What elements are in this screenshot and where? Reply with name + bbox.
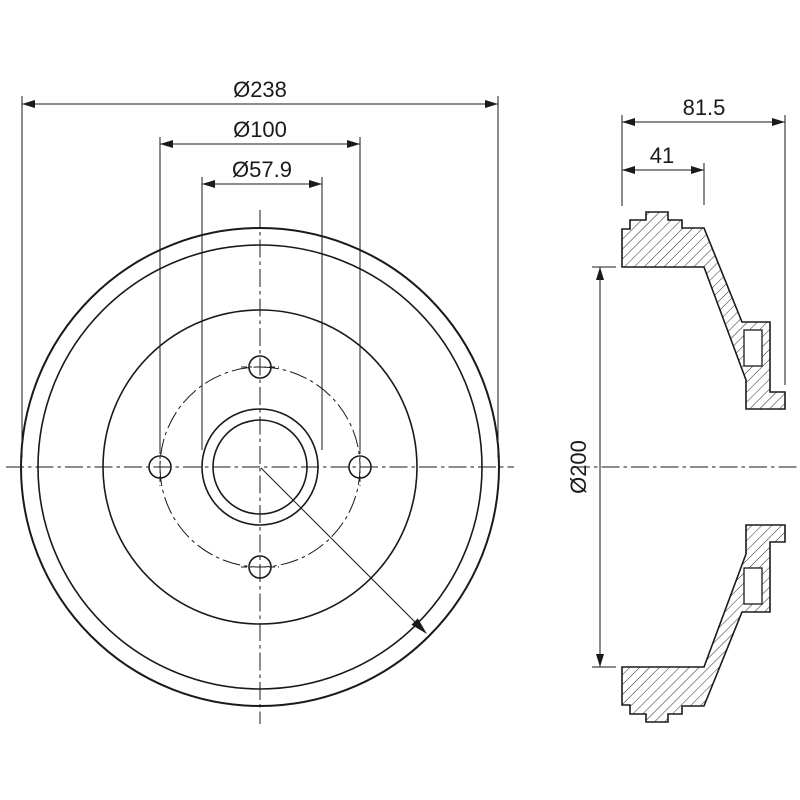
dimension-inner-diameter: Ø200: [566, 266, 616, 668]
dimension-bore: Ø57.9: [201, 157, 323, 450]
outer-rim-circle: [20, 227, 500, 707]
section-upper-half: [621, 211, 786, 410]
arrow-left: [22, 100, 35, 108]
arrow-left: [622, 118, 635, 126]
dim-label-bolt-circle: Ø100: [233, 117, 287, 142]
dimension-overall-width: 81.5: [621, 95, 786, 385]
dimension-outer-diameter: Ø238: [21, 77, 499, 458]
arrow-left: [202, 180, 215, 188]
hub-bore-circle: [201, 408, 319, 526]
arrow-left: [622, 166, 635, 174]
dimension-rim-width: 41: [622, 143, 705, 205]
dim-label-outer-diameter: Ø238: [233, 77, 287, 102]
dim-label-bore: Ø57.9: [232, 157, 292, 182]
arrow-right: [347, 140, 360, 148]
dimension-bolt-circle: Ø100: [159, 117, 361, 450]
section-lower-half: [621, 524, 786, 723]
arrow-right: [772, 118, 785, 126]
section-view: 81.5 41 Ø200: [566, 95, 798, 723]
arrow-bottom: [596, 654, 604, 667]
arrow-left: [160, 140, 173, 148]
arrow-right: [485, 100, 498, 108]
arrow-right: [691, 166, 704, 174]
dim-label-overall-width: 81.5: [683, 95, 726, 120]
diagonal-leader-line: [260, 467, 425, 632]
arrow-right: [309, 180, 322, 188]
dim-label-rim-width: 41: [650, 143, 674, 168]
flange-bolt-hole-top: [743, 329, 763, 367]
rim-inner-edge-circle: [37, 244, 483, 690]
hub-inner-circle: [212, 419, 308, 515]
front-view: Ø238 Ø100 Ø57.9: [6, 77, 514, 724]
drum-shoulder-circle: [102, 309, 418, 625]
arrow-top: [596, 267, 604, 280]
diagonal-leader-arrow: [411, 618, 427, 634]
flange-bolt-hole-bottom: [743, 567, 763, 605]
dim-label-inner-diameter: Ø200: [566, 440, 591, 494]
